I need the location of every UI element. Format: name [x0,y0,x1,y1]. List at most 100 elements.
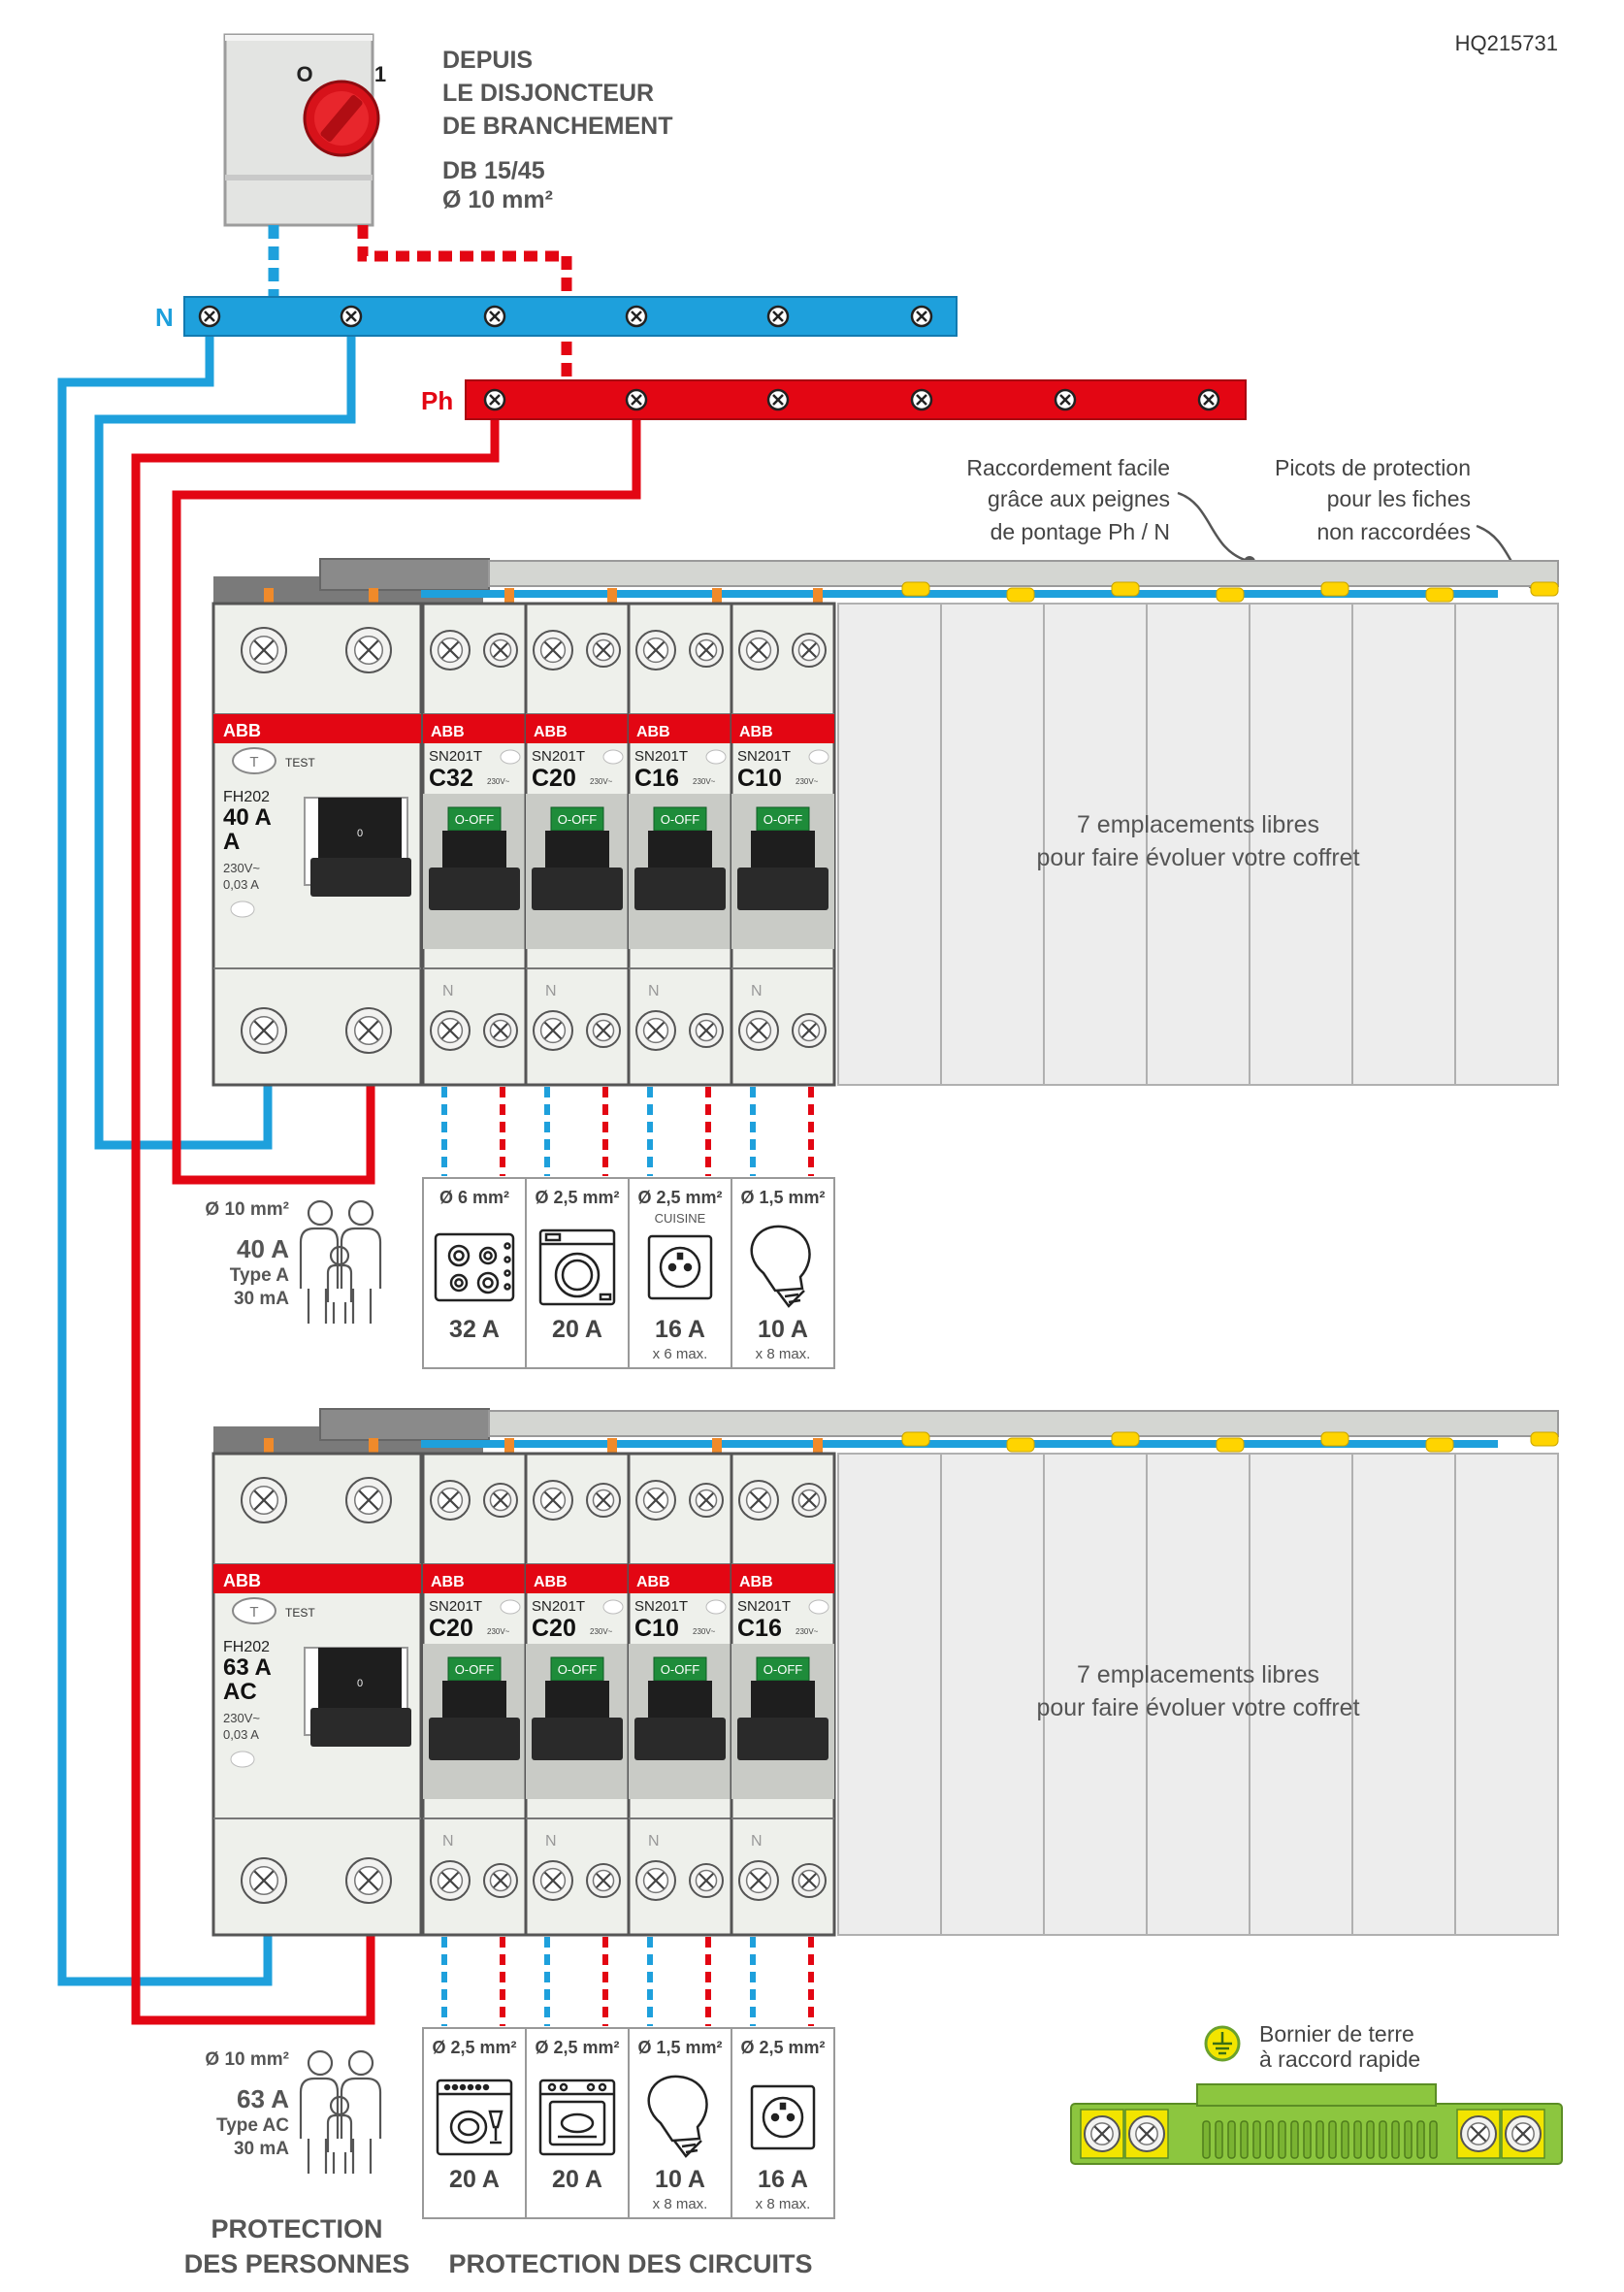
earth-terminal-block: Bornier de terre à raccord rapide [1070,2021,1563,2165]
breaker-toggle[interactable] [634,831,726,910]
test-button[interactable]: T [232,747,276,774]
feed-rating: 63 A [237,2084,289,2113]
breaker-toggle[interactable] [429,1681,520,1760]
screw-icon [241,1007,287,1054]
circuit-section: Ø 2,5 mm² [432,2038,516,2057]
breaker-toggle[interactable] [737,831,828,910]
busbar-screw-icon [910,305,933,328]
brand-label: ABB [739,1574,773,1590]
screw-icon [483,1483,518,1518]
circuit-section: Ø 6 mm² [439,1188,509,1207]
circuit-rating: 16 A [758,2166,808,2193]
comb-callout-leader [1177,491,1249,563]
busbar-screw-icon [766,305,790,328]
free-slots-line: pour faire évoluer votre coffret [1036,844,1359,871]
feed-sensitivity: 30 mA [234,2139,289,2159]
breaker-model: SN201T [532,748,585,765]
feed-section: Ø 10 mm² [205,1199,289,1220]
screw-icon [586,1863,621,1898]
nf-logo-icon [500,749,521,765]
svg-text:0: 0 [357,828,363,839]
feed-section: Ø 10 mm² [205,2049,289,2070]
bulb-icon [647,2075,708,2158]
screw-icon [241,627,287,673]
rcd-rating: 40 A [223,804,272,831]
screw-icon [483,1863,518,1898]
protect-callout-line: pour les fiches [1327,486,1471,511]
circuit-rating: 16 A [655,1316,705,1343]
circuit-rating: 10 A [758,1316,808,1343]
off-label: O-OFF [763,1662,802,1677]
screw-icon [345,1007,392,1054]
screw-icon [738,1480,779,1521]
footer-people-line: DES PERSONNES [184,2249,410,2278]
free-slots-line: 7 emplacements libres [1077,1661,1319,1688]
brand-label: ABB [431,1574,465,1590]
circuit-wires [441,1937,814,2026]
screw-icon [586,1013,621,1048]
feed-rating: 40 A [237,1234,289,1263]
svg-text:T: T [249,1604,258,1621]
breaker-rating: C16 [737,1615,782,1642]
protection-picot [1320,1431,1349,1447]
off-label: O-OFF [455,812,494,827]
protection-picot [1216,1437,1245,1453]
nf-logo-icon [808,749,829,765]
rcd-sensitivity: 0,03 A [223,1727,259,1742]
circuit-section: Ø 2,5 mm² [740,2038,825,2057]
breaker-toggle[interactable] [429,831,520,910]
comb-callout-line: grâce aux peignes [988,486,1170,511]
panel-row-2: 7 emplacements libres pour faire évoluer … [205,1408,1559,2219]
feed-sensitivity: 30 mA [234,1289,289,1309]
rcd-toggle[interactable]: 0 [310,798,411,897]
breaker-toggle[interactable] [532,1681,623,1760]
breaker-voltage: 230V~ [796,777,819,786]
earth-caption-line: à raccord rapide [1259,2046,1420,2072]
brand-label: ABB [534,1574,568,1590]
protection-picot [1530,1431,1559,1447]
screw-icon [689,633,724,668]
bulb-icon [750,1225,811,1308]
circuit-section: Ø 2,5 mm² [535,1188,619,1207]
screw-icon [345,627,392,673]
oven-icon [538,2079,616,2156]
screw-icon [1084,2115,1121,2152]
breaker-rating: C10 [634,1615,679,1642]
busbar-screw-icon [766,388,790,411]
breaker-voltage: 230V~ [487,1627,510,1636]
breaker-toggle[interactable] [532,831,623,910]
breaker-voltage: 230V~ [590,777,613,786]
off-label: O-OFF [763,812,802,827]
brand-label: ABB [534,724,568,740]
protect-callout-line: non raccordées [1316,519,1471,544]
free-slots-line: pour faire évoluer votre coffret [1036,1694,1359,1721]
protection-picot [1006,587,1035,603]
screw-icon [1128,2115,1165,2152]
breaker-model: SN201T [532,1598,585,1615]
breaker-rating: C20 [429,1615,473,1642]
breaker-model: SN201T [429,1598,482,1615]
breaker-toggle[interactable] [634,1681,726,1760]
screw-icon [635,1480,676,1521]
screw-icon [430,1860,471,1901]
breaker-toggle[interactable] [737,1681,828,1760]
screw-icon [635,1860,676,1901]
circuit-rating: 10 A [655,2166,705,2193]
busbar-screw-icon [1197,388,1220,411]
busbar-screw-icon [625,305,648,328]
breaker-rating: C10 [737,765,782,792]
footer-labels: PROTECTION DES PERSONNES PROTECTION DES … [184,2214,813,2278]
test-label: TEST [285,756,315,769]
test-button[interactable]: T [232,1597,276,1624]
rcd-toggle[interactable]: 0 [310,1648,411,1747]
brand-label: ABB [739,724,773,740]
screw-icon [792,1863,827,1898]
